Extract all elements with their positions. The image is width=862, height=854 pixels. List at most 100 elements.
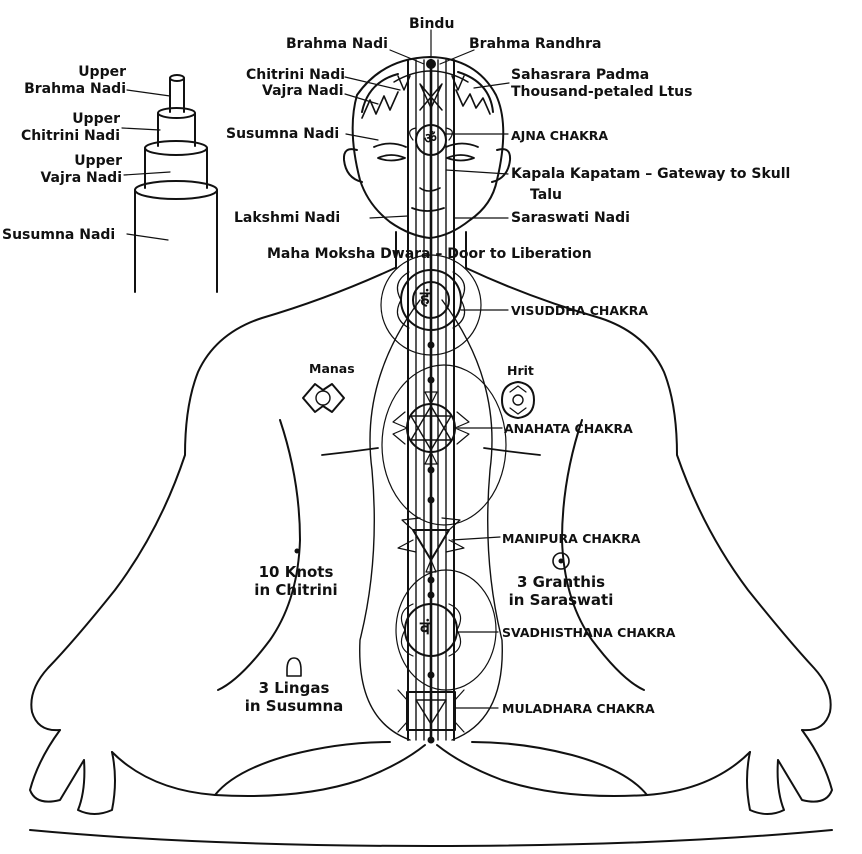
label-anahata-chakra: ANAHATA CHAKRA	[504, 421, 633, 436]
label-upper-brahma-nadi: Upper Brahma Nadi	[16, 64, 126, 98]
label-visuddha-chakra: VISUDDHA CHAKRA	[511, 303, 649, 318]
ajna-bija-glyph: ॐ	[424, 131, 437, 147]
leader-susumna-inset	[126, 233, 169, 241]
manipura-chakra	[412, 529, 450, 561]
label-lakshmi-nadi: Lakshmi Nadi	[234, 210, 341, 226]
tube-susumna-rim	[134, 180, 218, 200]
nadi-tubes-inset	[121, 74, 218, 293]
skull	[351, 56, 505, 239]
visuddha-neck-circle	[380, 254, 482, 356]
channel-knots	[427, 341, 435, 744]
tube-vajra-rim	[144, 140, 208, 156]
label-sahasrara-line1: Sahasrara Padma	[511, 67, 650, 83]
knot-marker	[294, 548, 300, 554]
label-3-granthis: 3 Granthis in Saraswati	[499, 573, 623, 609]
label-svadhisthana-chakra: SVADHISTHANA CHAKRA	[502, 625, 676, 640]
label-manipura-chakra: MANIPURA CHAKRA	[502, 531, 641, 546]
visuddha-inner	[412, 281, 450, 319]
visuddha-petals	[396, 271, 466, 329]
svadhisthana-petals	[400, 603, 462, 657]
body-outline	[29, 267, 833, 847]
shoulder-left	[30, 267, 396, 732]
label-kapala-kapatam: Kapala Kapatam – Gateway to Skull	[511, 166, 791, 182]
label-3-lingas-line1: 3 Lingas	[258, 679, 330, 697]
brow-right	[445, 142, 479, 148]
manipura-petals	[397, 517, 465, 573]
chitrini-channel	[423, 59, 439, 741]
shoulder-right	[465, 267, 832, 732]
leader-upper-vajra	[123, 171, 171, 176]
label-susumna-nadi: Susumna Nadi	[226, 126, 340, 142]
label-ajna-chakra: AJNA CHAKRA	[511, 128, 609, 143]
anahata-hexagram	[410, 405, 452, 451]
leader-upper-chitrini	[121, 127, 161, 131]
foot-right	[471, 741, 648, 796]
anahata-petals	[392, 391, 470, 465]
label-brahma-nadi: Brahma Nadi	[286, 36, 388, 52]
leg-right	[436, 744, 751, 797]
leg-left	[111, 744, 426, 797]
label-brahma-randhra: Brahma Randhra	[469, 36, 602, 52]
svadhisthana-bija-glyph: वं	[420, 618, 431, 639]
label-upper-vajra-line2: Vajra Nadi	[40, 170, 122, 186]
label-inset-susumna-nadi: Susumna Nadi	[2, 227, 116, 243]
granthi-marker	[552, 552, 570, 570]
label-3-granthis-line2: in Saraswati	[508, 591, 614, 609]
label-upper-brahma-line1: Upper	[78, 64, 126, 80]
label-hrit: Hrit	[507, 363, 534, 378]
tube-vajra	[144, 147, 208, 189]
leader-lines	[344, 29, 510, 709]
linga-marker	[286, 657, 302, 677]
visuddha-bija-glyph: हं	[420, 288, 430, 309]
eye-right	[446, 154, 475, 162]
tube-brahma-rim	[169, 74, 185, 82]
lap-base	[29, 829, 833, 847]
label-upper-chitrini-line1: Upper	[72, 111, 120, 127]
label-manas: Manas	[309, 361, 355, 376]
ida-pingala-left	[359, 299, 421, 741]
hair-zigzag-right	[455, 89, 491, 115]
neck	[395, 231, 467, 269]
label-sahasrara-padma: Sahasrara Padma Thousand-petaled Ltus	[511, 67, 692, 101]
label-saraswati-nadi: Saraswati Nadi	[511, 210, 630, 226]
brow-left	[373, 142, 407, 148]
granthi-marker-dot	[558, 558, 564, 564]
label-chitrini-nadi: Chitrini Nadi	[246, 67, 346, 83]
label-upper-chitrini-line2: Chitrini Nadi	[20, 128, 120, 144]
muladhara-triangle	[415, 699, 447, 725]
label-vajra-nadi: Vajra Nadi	[262, 83, 344, 99]
ajna-chakra	[415, 124, 447, 156]
head-outline	[342, 56, 512, 269]
tube-chitrini-rim	[157, 107, 196, 119]
hrit-lotus	[501, 381, 535, 419]
mouth	[411, 207, 445, 212]
muladhara-chakra	[406, 691, 456, 731]
arm-left-inner	[217, 419, 301, 691]
eye-left	[377, 154, 406, 162]
bindu-dot	[426, 59, 436, 69]
label-upper-vajra-nadi: Upper Vajra Nadi	[10, 153, 122, 187]
manas-lotus	[302, 383, 345, 413]
vajra-channel	[415, 59, 447, 741]
anahata-aura	[381, 364, 507, 526]
label-upper-chitrini-nadi: Upper Chitrini Nadi	[6, 111, 120, 145]
central-channel	[359, 58, 507, 744]
ear-right	[491, 148, 512, 183]
leader-upper-brahma	[126, 89, 171, 97]
tube-susumna	[134, 189, 218, 293]
arm-right-inner	[561, 419, 645, 691]
label-3-lingas-line2: in Susumna	[244, 697, 344, 715]
susumna-channel	[407, 59, 455, 741]
lotus-sahasrara	[393, 70, 469, 111]
side-symbols	[286, 381, 570, 677]
label-maha-moksha-dwara: Maha Moksha Dwara – Door to Liberation	[267, 246, 592, 262]
hrit-center	[512, 394, 524, 406]
label-talu: Talu	[530, 187, 562, 203]
ear-left	[342, 148, 363, 183]
label-10-knots: 10 Knots in Chitrini	[236, 563, 356, 599]
label-10-knots-line1: 10 Knots	[258, 563, 334, 581]
ajna-petals	[409, 127, 453, 141]
ida-pingala-right	[441, 299, 503, 741]
